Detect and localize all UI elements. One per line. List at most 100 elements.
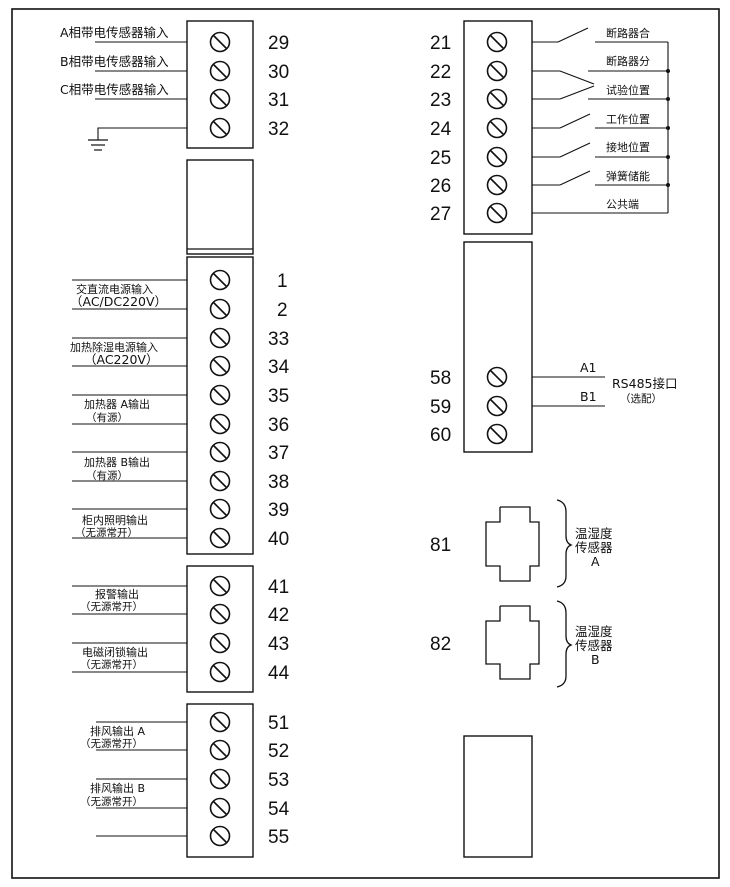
screw-terminal-34 [209, 355, 231, 377]
terminal-number-36: 36 [268, 415, 289, 436]
terminal-number-2: 2 [277, 300, 288, 321]
label-common: 公共端 [606, 198, 639, 211]
screw-terminal-36 [209, 413, 231, 435]
terminal-number-59: 59 [430, 397, 451, 418]
sensor-connector-82 [485, 605, 540, 680]
label-heater-power-voltage: （AC220V） [84, 352, 158, 367]
screw-terminal-31 [209, 88, 231, 110]
terminal-number-41: 41 [268, 577, 289, 598]
screw-terminal-33 [209, 327, 231, 349]
screw-terminal-39 [209, 498, 231, 520]
screw-terminal-32 [209, 117, 231, 139]
terminal-number-27: 27 [430, 204, 451, 225]
terminal-number-30: 30 [268, 62, 289, 83]
label-c-phase-sensor: C相带电传感器输入 [60, 82, 169, 97]
label-heater-power-input: 加热除湿电源输入 [70, 340, 158, 354]
label-fan-a-no: （无源常开） [80, 737, 143, 750]
screw-terminal-43 [209, 632, 231, 654]
terminal-block-58-60 [463, 241, 533, 453]
screw-terminal-53 [209, 768, 231, 790]
label-work-position: 工作位置 [606, 112, 650, 126]
terminal-number-44: 44 [268, 663, 290, 684]
label-power-input-voltage: （AC/DC220V） [70, 294, 167, 309]
screw-terminal-21 [486, 31, 508, 53]
terminal-number-33: 33 [268, 329, 289, 350]
label-b-phase-sensor: B相带电传感器输入 [60, 54, 169, 69]
terminal-number-39: 39 [268, 500, 289, 521]
label-sensor-b-line3: B [591, 652, 600, 667]
terminal-number-43: 43 [268, 634, 289, 655]
label-sensor-a-line1: 温湿度 [575, 526, 613, 541]
terminal-number-35: 35 [268, 386, 289, 407]
terminal-block-1-40 [186, 256, 254, 555]
screw-terminal-24 [486, 117, 508, 139]
screw-terminal-37 [209, 441, 231, 463]
terminal-number-29: 29 [268, 33, 289, 54]
label-spring-charged: 弹簧储能 [606, 169, 650, 183]
label-alarm-output: 报警输出 [95, 587, 139, 601]
bus-junctions [666, 69, 670, 187]
terminal-number-22: 22 [430, 62, 451, 83]
screw-terminal-35 [209, 384, 231, 406]
screw-terminal-41 [209, 575, 231, 597]
screw-terminal-60 [486, 423, 508, 445]
screw-terminal-44 [209, 661, 231, 683]
label-sensor-a-line3: A [591, 554, 600, 569]
label-alarm-no: （无源常开） [80, 600, 143, 613]
screw-terminal-2 [209, 298, 231, 320]
label-power-input: 交直流电源输入 [76, 282, 153, 296]
screw-terminal-23 [486, 88, 508, 110]
label-breaker-open: 断路器分 [606, 54, 650, 68]
terminal-number-25: 25 [430, 148, 451, 169]
screw-terminal-30 [209, 60, 231, 82]
label-fan-a-output: 排风输出 A [90, 724, 145, 738]
label-cabinet-light-output: 柜内照明输出 [82, 513, 148, 527]
terminal-number-40: 40 [268, 529, 289, 550]
outer-frame [11, 8, 720, 879]
screw-terminal-55 [209, 825, 231, 847]
screw-terminal-54 [209, 797, 231, 819]
terminal-number-23: 23 [430, 90, 451, 111]
terminal-number-81: 81 [430, 535, 451, 556]
screw-terminal-26 [486, 174, 508, 196]
screw-terminal-42 [209, 603, 231, 625]
label-a1: A1 [580, 360, 597, 375]
terminal-number-58: 58 [430, 368, 451, 389]
terminal-number-60: 60 [430, 425, 451, 446]
label-rs485-optional: （选配） [620, 392, 662, 405]
screw-terminal-59 [486, 395, 508, 417]
terminal-number-26: 26 [430, 176, 451, 197]
label-b1: B1 [580, 389, 597, 404]
label-cabinet-light-no: （无源常开） [75, 526, 138, 539]
label-fan-b-output: 排风输出 B [90, 781, 145, 795]
terminal-number-21: 21 [430, 33, 451, 54]
screw-terminal-25 [486, 146, 508, 168]
label-fan-b-no: （无源常开） [80, 795, 143, 808]
label-breaker-close: 断路器合 [606, 26, 650, 40]
terminal-number-38: 38 [268, 472, 289, 493]
terminal-number-32: 32 [268, 119, 289, 140]
terminal-number-54: 54 [268, 799, 290, 820]
terminal-number-42: 42 [268, 605, 289, 626]
label-lock-no: （无源常开） [80, 658, 143, 671]
label-sensor-a-line2: 传感器 [575, 540, 613, 555]
terminal-number-53: 53 [268, 770, 289, 791]
terminal-block-51-55 [186, 703, 254, 858]
label-test-position: 试验位置 [606, 83, 650, 97]
label-heater-a-active: （有源） [86, 411, 128, 424]
terminal-number-55: 55 [268, 827, 289, 848]
screw-terminal-38 [209, 470, 231, 492]
screw-terminal-58 [486, 366, 508, 388]
screw-terminal-27 [486, 202, 508, 224]
screw-terminal-29 [209, 31, 231, 53]
label-sensor-b-line1: 温湿度 [575, 624, 613, 639]
sensor-a-brace [556, 499, 573, 588]
label-heater-a-output: 加热器 A输出 [84, 397, 150, 411]
sensor-b-brace [556, 600, 573, 688]
terminal-number-51: 51 [268, 713, 289, 734]
empty-module [186, 159, 254, 255]
sensor-connector-81 [485, 506, 540, 582]
terminal-block-41-44 [186, 565, 254, 693]
label-heater-b-output: 加热器 B输出 [84, 455, 150, 469]
